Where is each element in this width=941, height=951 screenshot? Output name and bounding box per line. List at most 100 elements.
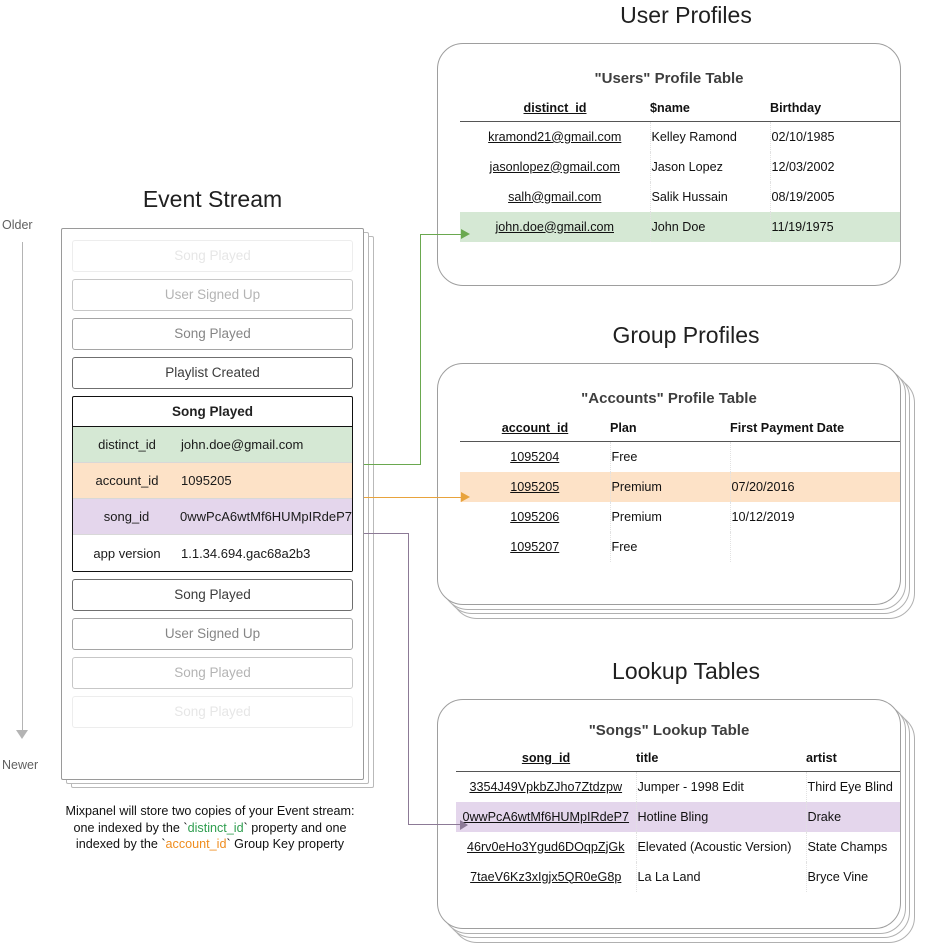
table-cell-key: 1095207	[510, 539, 560, 554]
table-cell: Jason Lopez	[650, 151, 771, 182]
connector-account-id-arrowhead	[461, 492, 470, 502]
connector-song-id-v	[407, 532, 409, 825]
table-cell	[730, 442, 900, 472]
event-property-key: app version	[93, 545, 161, 561]
event-row[interactable]: Song Played	[72, 579, 353, 611]
table-cell: Drake	[806, 801, 900, 832]
table-cell	[730, 532, 900, 562]
table-cell-key: 46rv0eHo3Ygud6DOqpZjGk	[466, 839, 625, 854]
expanded-event-name: Song Played	[73, 397, 352, 427]
connector-distinct-id-h1	[364, 464, 421, 466]
event-row[interactable]: Playlist Created	[72, 357, 353, 389]
event-stream-caption: Mixpanel will store two copies of your E…	[30, 803, 390, 853]
section-title-user-profiles: User Profiles	[620, 2, 752, 28]
connector-account-id-h	[364, 496, 463, 499]
table-cell-key: kramond21@gmail.com	[488, 129, 622, 144]
connector-song-id-h1	[364, 532, 409, 534]
table-cell-key: 7taeV6Kz3xIgjx5QR0eG8p	[470, 869, 622, 884]
table-cell: 07/20/2016	[730, 471, 900, 502]
table-cell: Free	[610, 441, 731, 472]
table-row[interactable]: 46rv0eHo3Ygud6DOqpZjGk Elevated (Acoustic…	[456, 831, 900, 862]
event-row[interactable]: Song Played	[72, 240, 353, 272]
table-cell: Free	[610, 531, 731, 562]
event-row[interactable]: User Signed Up	[72, 279, 353, 311]
table-cell: jasonlopez@gmail.com	[460, 151, 651, 182]
table-cell: Elevated (Acoustic Version)	[636, 831, 807, 862]
table-cell-key: 1095205	[510, 479, 560, 494]
event-property-key: song_id	[103, 509, 150, 524]
table-cell: La La Land	[636, 861, 807, 892]
table-cell: 02/10/1985	[771, 129, 835, 144]
section-title-lookup-tables: Lookup Tables	[612, 658, 760, 684]
table-cell-key: jasonlopez@gmail.com	[489, 159, 620, 174]
event-row-label: Playlist Created	[165, 365, 260, 380]
table-column-header: $name	[650, 101, 690, 115]
caption-token-account-id: account_id	[165, 837, 227, 851]
event-property-value: 1095205	[181, 473, 232, 488]
caption-line-3-suffix: ` Group Key property	[226, 837, 345, 851]
event-row[interactable]: Song Played	[72, 318, 353, 350]
table-cell: Premium	[610, 471, 731, 502]
caption-line-2: one indexed by the `distinct_id` propert…	[30, 820, 390, 837]
table-cell: John Doe	[650, 211, 771, 242]
accounts-table-title: "Accounts" Profile Table	[581, 390, 757, 407]
event-row[interactable]: Song Played	[72, 696, 353, 728]
event-row[interactable]: User Signed Up	[72, 618, 353, 650]
table-column-header: distinct_id	[523, 101, 587, 115]
section-title-event-stream: Event Stream	[142, 186, 283, 212]
table-cell: 46rv0eHo3Ygud6DOqpZjGk	[456, 831, 637, 862]
connector-song-id-h2	[407, 823, 463, 825]
table-column-header: First Payment Date	[730, 421, 845, 435]
table-cell: Salik Hussain	[650, 181, 771, 212]
time-axis-line	[22, 242, 23, 734]
event-row-label: Song Played	[174, 587, 251, 602]
caption-line-3: indexed by the `account_id` Group Key pr…	[30, 836, 390, 853]
time-label-newer: Newer	[2, 758, 39, 772]
table-column-header: title	[636, 751, 659, 765]
table-cell: 08/19/2005	[771, 189, 835, 204]
event-row[interactable]: Song Played	[72, 657, 353, 689]
table-cell-key: 0wwPcA6wtMf6HUMpIRdeP7	[462, 809, 630, 824]
event-property-key: account_id	[95, 473, 159, 488]
connector-distinct-id-v	[419, 234, 421, 465]
table-cell: Kelley Ramond	[650, 121, 771, 152]
songs-table-title: "Songs" Lookup Table	[588, 722, 750, 739]
table-row[interactable]: 1095207 Free	[460, 531, 900, 562]
table-cell-key: salh@gmail.com	[508, 189, 602, 204]
table-cell: 3354J49VpkbZJho7Ztdzpw	[456, 771, 637, 802]
table-cell: 12/03/2002	[771, 159, 835, 174]
users-table-title: "Users" Profile Table	[594, 70, 744, 87]
event-row-label: Song Played	[174, 665, 251, 680]
event-property-row[interactable]: account_id 1095205	[73, 463, 352, 499]
event-row-label: Song Played	[174, 248, 251, 263]
caption-token-distinct-id: distinct_id	[187, 820, 244, 835]
table-cell-key: john.doe@gmail.com	[495, 219, 615, 234]
table-column-header: artist	[806, 751, 837, 765]
table-cell: Third Eye Blind	[807, 779, 893, 794]
